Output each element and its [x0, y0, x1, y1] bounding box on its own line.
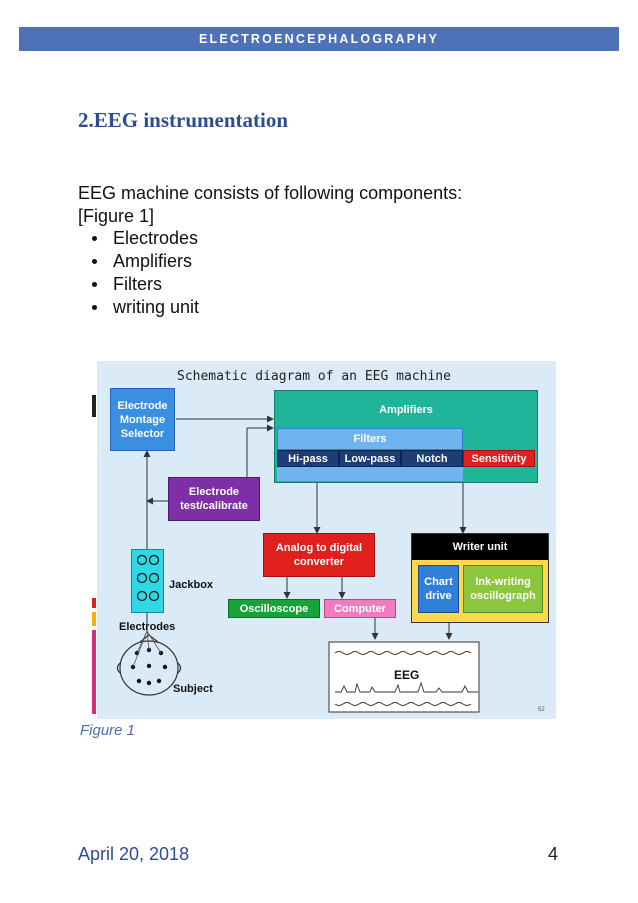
left-strip-yellow — [92, 612, 96, 626]
intro-line-1: EEG machine consists of following compon… — [78, 183, 463, 203]
bullet-icon — [92, 235, 97, 241]
jackbox-sockets — [136, 554, 160, 602]
header-title: ELECTROENCEPHALOGRAPHY — [198, 32, 440, 46]
list-item: Electrodes — [78, 227, 199, 250]
connector-lines — [116, 415, 480, 713]
eeg-schematic-figure: Schematic diagram of an EEG machine Elec… — [97, 361, 556, 719]
filters-bottom-band — [277, 467, 463, 481]
adc-box: Analog to digital converter — [263, 533, 375, 577]
writer-unit-header: Writer unit — [412, 534, 548, 560]
sensitivity-box: Sensitivity — [463, 450, 535, 467]
list-item: writing unit — [78, 296, 199, 319]
computer-box: Computer — [324, 599, 396, 618]
left-strip-red — [92, 598, 96, 608]
lowpass-box: Low-pass — [339, 450, 401, 467]
filters-box: Filters — [277, 428, 463, 450]
oscilloscope-box: Oscilloscope — [228, 599, 320, 618]
figure-title: Schematic diagram of an EEG machine — [177, 369, 451, 384]
corner-mark: 52 — [538, 707, 545, 713]
notch-box: Notch — [401, 450, 463, 467]
bullet-icon — [92, 281, 97, 287]
electrode-test-box: Electrode test/calibrate — [168, 477, 260, 521]
list-item-label: Amplifiers — [113, 251, 193, 271]
components-list: Electrodes Amplifiers Filters writing un… — [78, 227, 199, 319]
jackbox-label: Jackbox — [169, 579, 214, 591]
eeg-label: EEG — [394, 668, 420, 682]
writer-unit-label: Writer unit — [452, 541, 508, 553]
list-item: Amplifiers — [78, 250, 199, 273]
subject-label: Subject — [173, 683, 213, 695]
ink-writing-box: Ink-writing oscillograph — [463, 565, 543, 613]
amplifiers-label: Amplifiers — [379, 404, 433, 416]
page-number: 4 — [548, 844, 559, 864]
list-item-label: writing unit — [113, 297, 200, 317]
bullet-icon — [92, 258, 97, 264]
hipass-box: Hi-pass — [277, 450, 339, 467]
list-item-label: Electrodes — [113, 228, 199, 248]
header-bar: ELECTROENCEPHALOGRAPHY — [19, 27, 619, 51]
section-title: 2.EEG instrumentation — [78, 108, 289, 132]
bullet-icon — [92, 304, 97, 310]
electrodes-label: Electrodes — [119, 621, 176, 633]
intro-line-2: [Figure 1] — [78, 206, 155, 226]
list-item: Filters — [78, 273, 199, 296]
list-item-label: Filters — [113, 274, 162, 294]
intro-text: EEG machine consists of following compon… — [78, 182, 538, 228]
left-strip-black — [92, 395, 96, 417]
left-strip-magenta — [92, 630, 96, 714]
jackbox-box — [131, 549, 164, 613]
figure-caption: Figure 1 — [80, 722, 136, 739]
chart-drive-box: Chart drive — [418, 565, 459, 613]
electrode-montage-box: Electrode Montage Selector — [110, 388, 175, 451]
footer-date: April 20, 2018 — [78, 844, 190, 864]
